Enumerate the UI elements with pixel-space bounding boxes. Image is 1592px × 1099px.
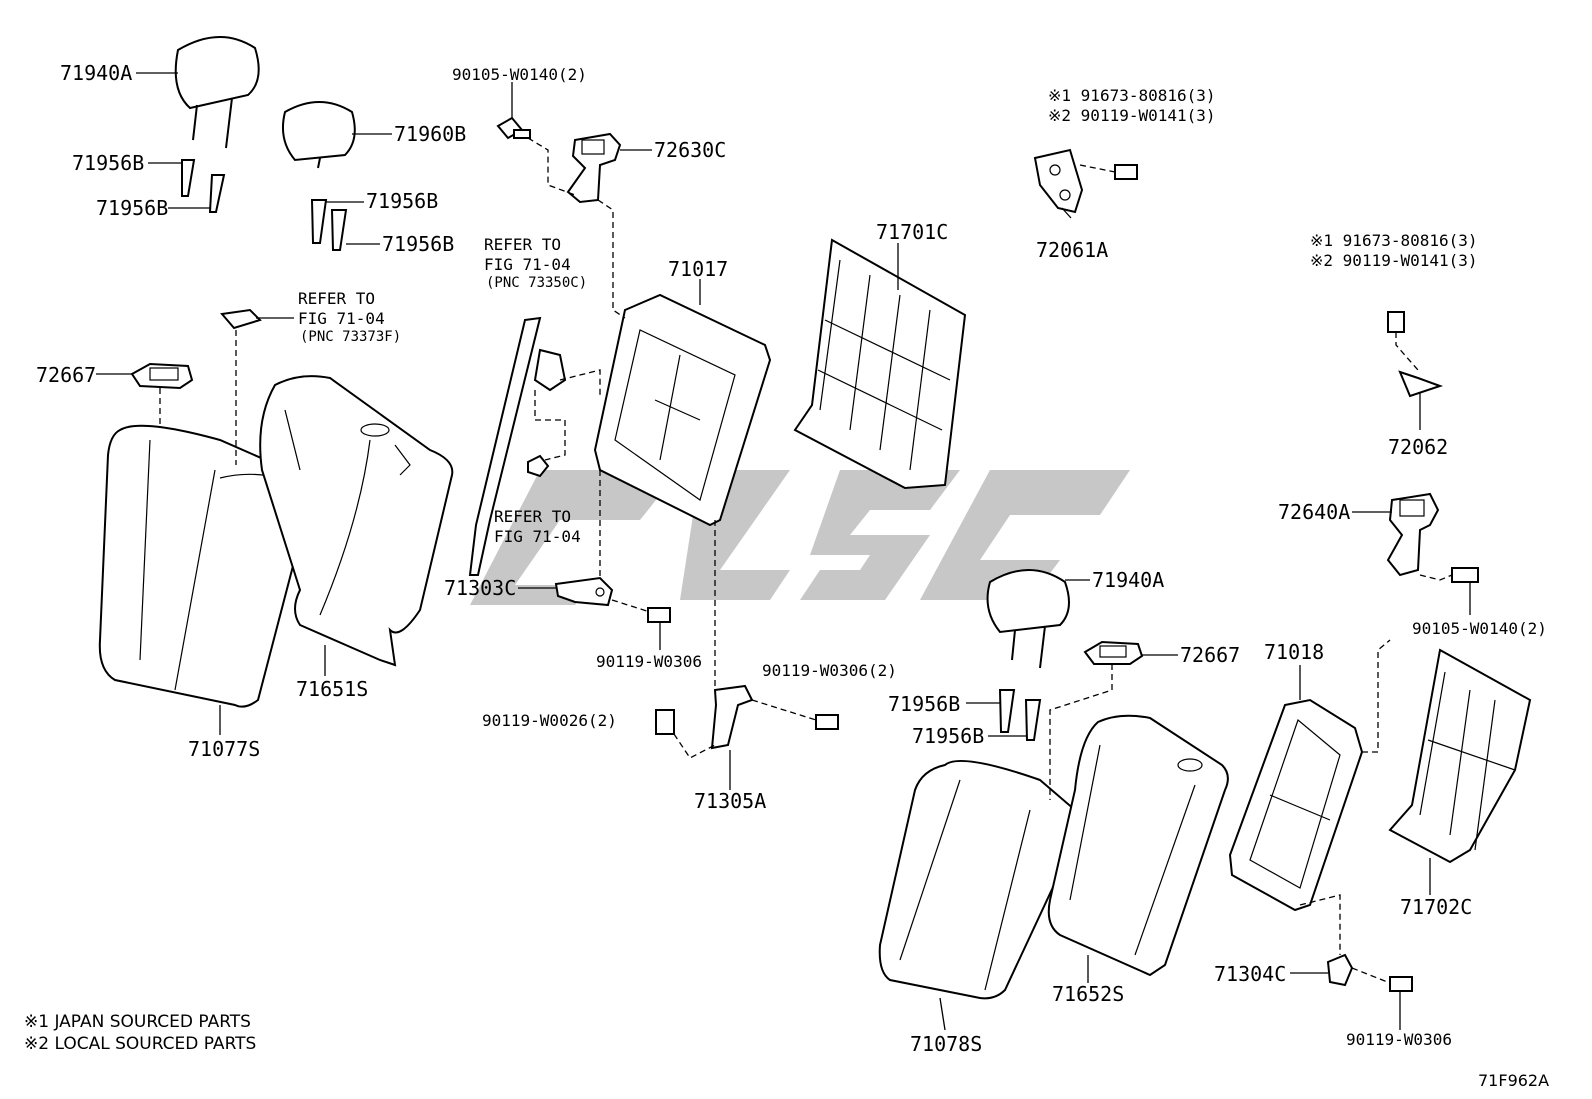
seatback-frame-71017	[593, 293, 772, 527]
bolt-90105-right	[1451, 567, 1479, 583]
reference-2-line3: (PNC 73350C)	[486, 275, 587, 291]
callout-71078S: 71078S	[910, 1032, 982, 1056]
callout-90119-W0306-b: 90119-W0306	[1346, 1030, 1452, 1049]
callout-71956B-2: 71956B	[96, 196, 168, 220]
callout-71018: 71018	[1264, 640, 1324, 664]
bolt-72062	[1387, 311, 1405, 333]
seatback-cover-71078S	[878, 759, 1081, 1000]
callout-71956B-5: 71956B	[888, 692, 960, 716]
callout-71956B-1: 71956B	[72, 151, 144, 175]
callout-71956B-6: 71956B	[912, 724, 984, 748]
seatback-board-71702C	[1388, 648, 1532, 864]
hinge-bracket-71304C	[1326, 953, 1354, 987]
reference-1-line3: (PNC 73373F)	[300, 329, 401, 345]
reference-3-line1: REFER TO	[494, 507, 571, 526]
seatbelt-assembly	[468, 316, 567, 576]
reference-1-line2: FIG 71-04	[298, 309, 385, 328]
callout-71960B: 71960B	[394, 122, 466, 146]
callout-71702C: 71702C	[1400, 895, 1472, 919]
callout-71956B-3: 71956B	[366, 189, 438, 213]
escutcheon-72667-right	[1083, 640, 1144, 665]
seat-lock-72630C	[566, 132, 622, 204]
callout-90105-right: 90105-W0140(2)	[1412, 619, 1547, 638]
footnote-japan-sourced: ※1 JAPAN SOURCED PARTS	[24, 1012, 251, 1032]
hinge-bracket-71303C	[554, 576, 614, 607]
callout-90119-W0141-1: ※2 90119-W0141(3)	[1048, 106, 1216, 125]
callout-71652S: 71652S	[1052, 982, 1124, 1006]
seat-lock-72640A	[1386, 492, 1440, 577]
figure-code: 71F962A	[1478, 1071, 1549, 1090]
callout-90105-top: 90105-W0140(2)	[452, 65, 587, 84]
bolt-90119-W0026	[655, 709, 675, 735]
callout-71956B-4: 71956B	[382, 232, 454, 256]
bolt-90119-W0306-b	[1389, 976, 1413, 992]
footnotes: ※1 JAPAN SOURCED PARTS ※2 LOCAL SOURCED …	[24, 1012, 256, 1054]
headrest-71940A-right	[986, 569, 1070, 669]
hinge-72062	[1398, 370, 1444, 398]
callout-90119-W0026: 90119-W0026(2)	[482, 711, 617, 730]
callout-91673-2: ※1 91673-80816(3)	[1310, 231, 1478, 250]
headrest-71960B	[282, 101, 356, 169]
reference-1-line1: REFER TO	[298, 289, 375, 308]
reference-3-line2: FIG 71-04	[494, 527, 581, 546]
watermark-logo	[470, 470, 1130, 605]
callout-90119-W0306-2: 90119-W0306(2)	[762, 661, 897, 680]
callout-71701C: 71701C	[876, 220, 948, 244]
bolt-90119-W0306-2	[815, 714, 839, 730]
guide-pin-pair-b	[310, 199, 348, 251]
seatback-board-71701C	[793, 238, 967, 490]
leader-lines	[96, 72, 1471, 1031]
callout-71303C: 71303C	[444, 576, 516, 600]
bolt-90119-W0306-a	[647, 607, 671, 623]
bolt-72061A	[1114, 164, 1138, 180]
seatback-pad-71652S	[1047, 714, 1229, 977]
reference-2-line1: REFER TO	[484, 235, 561, 254]
guide-pin-pair-a	[181, 159, 226, 213]
callout-90119-W0141-2: ※2 90119-W0141(3)	[1310, 251, 1478, 270]
reference-2-line2: FIG 71-04	[484, 255, 571, 274]
seatback-pad-71651S	[259, 375, 454, 667]
callout-71077S: 71077S	[188, 737, 260, 761]
callout-72640A: 72640A	[1278, 500, 1350, 524]
seatback-frame-71018	[1228, 698, 1364, 912]
callout-71940A-right: 71940A	[1092, 568, 1164, 592]
escutcheon-72667-left	[130, 362, 194, 390]
hinge-72061A	[1033, 148, 1084, 214]
callout-72061A: 72061A	[1036, 238, 1108, 262]
bolt-90105-top	[496, 116, 531, 140]
callout-90119-W0306-a: 90119-W0306	[596, 652, 702, 671]
assembly-dashed-lines	[159, 137, 1453, 984]
callout-72667-left: 72667	[36, 363, 96, 387]
clip-ref-left	[220, 308, 262, 330]
callout-71651S: 71651S	[296, 677, 368, 701]
callout-71017: 71017	[668, 257, 728, 281]
headrest-71940A	[174, 36, 260, 149]
callout-91673-1: ※1 91673-80816(3)	[1048, 86, 1216, 105]
callout-71305A: 71305A	[694, 789, 766, 813]
guide-pin-pair-c	[998, 689, 1042, 741]
callout-72630C: 72630C	[654, 138, 726, 162]
callout-72062: 72062	[1388, 435, 1448, 459]
nut-seatbelt	[527, 454, 550, 478]
callout-72667-right: 72667	[1180, 643, 1240, 667]
part-callouts: 71940A 71956B 71956B 71960B 71956B 71956…	[36, 61, 1547, 1056]
callout-71940A-top: 71940A	[60, 61, 132, 85]
footnote-local-sourced: ※2 LOCAL SOURCED PARTS	[24, 1034, 256, 1054]
callout-71304C: 71304C	[1214, 962, 1286, 986]
hinge-bracket-71305A	[710, 684, 754, 750]
